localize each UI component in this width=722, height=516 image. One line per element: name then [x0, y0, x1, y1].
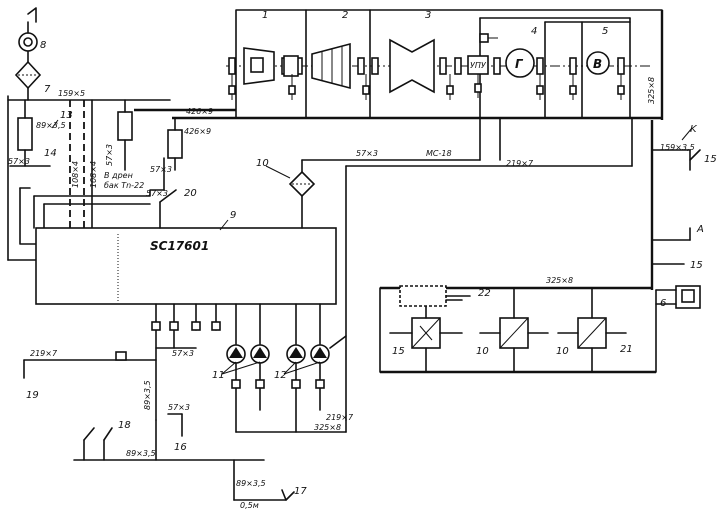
- pipe-vert-a: 108×4: [71, 161, 80, 188]
- pipe-219-left: 219×7: [30, 349, 58, 358]
- label-14: 14: [44, 148, 57, 159]
- label-9: 9: [230, 210, 236, 221]
- label-3: 3: [425, 10, 431, 21]
- label-11: 11: [212, 370, 225, 381]
- pipe-length: 0,5м: [240, 501, 259, 510]
- cooler-a: [117, 111, 133, 141]
- bearing-drains: [228, 33, 625, 100]
- label-16: 16: [174, 442, 187, 453]
- pipe-57-e: 57×3: [172, 349, 194, 358]
- upu-label: УПУ: [470, 61, 487, 70]
- pipe-57-top: 57×3: [356, 149, 378, 158]
- pump-group: 325×8 219×7 11 12 12: [155, 303, 354, 433]
- cooler-bank: 22 15 10 10 21: [389, 285, 633, 373]
- generator-label: Г: [515, 57, 524, 71]
- pipe-57-a: 57×3: [8, 157, 30, 166]
- label-12: 12: [274, 370, 287, 381]
- tank-valves: [151, 321, 325, 389]
- return-line-1: [19, 187, 37, 245]
- label-15a: 15: [704, 154, 717, 165]
- pipe-325-bottom: 325×8: [314, 423, 341, 432]
- valve-19: [115, 351, 127, 361]
- pipe-325x4: 89×3,5: [36, 121, 66, 130]
- coupling: [283, 55, 299, 77]
- label-22: 22: [478, 288, 491, 299]
- vent-pipe: [27, 7, 37, 23]
- drain-text-1: В дрен: [104, 171, 133, 180]
- tank-label: SC17601: [150, 239, 209, 253]
- label-5: 5: [602, 26, 608, 37]
- return-line-2: [33, 189, 165, 197]
- pipe-325-mid: 325×8: [546, 276, 573, 285]
- left-group: 8 7 159×5 57×3 89×3,5 14 13 108×4 108×4: [7, 7, 183, 261]
- label-10b: 10: [476, 346, 489, 357]
- turbine-unit: УПУ Г В 1 2 3 4 5: [226, 9, 663, 119]
- label-6: 6: [660, 298, 666, 309]
- label-A: A: [696, 224, 704, 235]
- generator-4: [505, 48, 535, 78]
- pipe-159x5: 159×5: [58, 89, 85, 98]
- label-15b: 15: [690, 260, 703, 271]
- pipe-159-35: 159×3,5: [660, 143, 695, 152]
- pipe-57-d: 57×3: [146, 189, 168, 198]
- pipe-89-h: 89×3,5: [126, 449, 156, 458]
- label-21: 21: [620, 344, 633, 355]
- pipe-57-c: 57×3: [150, 165, 172, 174]
- hp-cylinder-1: [243, 47, 275, 85]
- pipe-89-bot: 89×3,5: [236, 479, 266, 488]
- pipe-219-pump: 219×7: [326, 413, 354, 422]
- label-7: 7: [44, 84, 51, 95]
- pipe-57-b: 57×3: [105, 144, 114, 166]
- exciter-5: [586, 51, 610, 75]
- pipe-57-f: 57×3: [168, 403, 190, 412]
- pipe-89-v: 89×3,5: [143, 380, 152, 410]
- label-K: K: [690, 124, 698, 135]
- oil-tank-9: [35, 227, 337, 305]
- pipe-vert-b: 108×4: [89, 161, 98, 188]
- label-8: 8: [40, 40, 46, 51]
- lp-cylinder-3: [389, 38, 435, 94]
- cooler-b: [167, 129, 183, 159]
- label-18: 18: [118, 420, 131, 431]
- label-13: 13: [60, 110, 73, 121]
- pipe-325-right: 325×8: [647, 77, 656, 104]
- label-2: 2: [342, 10, 348, 21]
- label-15c: 15: [392, 346, 405, 357]
- drain-text-2: бак Tn-22: [104, 181, 144, 190]
- pipe-219-top: 219×7: [506, 159, 534, 168]
- label-17: 17: [294, 486, 307, 497]
- ip-cylinder-2: [311, 42, 351, 90]
- cooler-14: [17, 117, 33, 151]
- label-20: 20: [184, 188, 197, 199]
- label-1: 1: [262, 10, 268, 21]
- label-19: 19: [26, 390, 39, 401]
- label-10c: 10: [556, 346, 569, 357]
- cooler-15-bypass: [399, 285, 447, 307]
- mc18: МС-18: [426, 149, 452, 158]
- exciter-label: В: [593, 57, 602, 71]
- label-4: 4: [531, 26, 537, 37]
- pipe-426b: 426×9: [184, 127, 211, 136]
- pipe-426a: 426×9: [186, 107, 213, 116]
- label-10a: 10: [256, 158, 269, 169]
